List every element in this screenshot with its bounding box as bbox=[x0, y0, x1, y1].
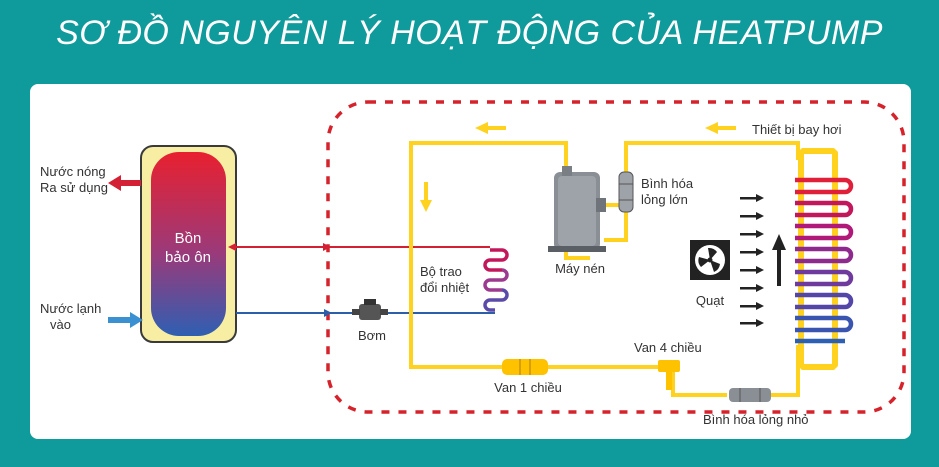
hot-water-label-1: Nước nóng bbox=[40, 164, 106, 179]
hot-water-label-2: Ra sử dụng bbox=[40, 180, 108, 195]
check-valve-icon bbox=[502, 359, 548, 375]
big-receiver-label-2: lỏng lớn bbox=[641, 192, 688, 207]
big-receiver-icon bbox=[618, 171, 634, 213]
flow-arrows bbox=[420, 122, 736, 212]
tank-label-1: Bồn bbox=[175, 230, 202, 247]
cold-water-label-2: vào bbox=[50, 317, 71, 332]
exchanger-label-1: Bộ trao bbox=[420, 264, 462, 279]
four-way-valve-label: Van 4 chiều bbox=[634, 340, 702, 355]
fan-icon bbox=[690, 240, 730, 280]
pump-label: Bơm bbox=[358, 328, 386, 343]
pump-icon bbox=[352, 299, 388, 320]
small-receiver-label: Bình hóa lỏng nhỏ bbox=[703, 412, 809, 427]
big-receiver-label-1: Bình hóa bbox=[641, 176, 694, 191]
compressor-icon bbox=[548, 166, 606, 252]
airflow-arrows bbox=[740, 194, 786, 327]
page-title: SƠ ĐỒ NGUYÊN LÝ HOẠT ĐỘNG CỦA HEATPUMP bbox=[56, 14, 883, 52]
heat-exchanger-coil bbox=[483, 248, 509, 312]
four-way-valve-icon bbox=[658, 360, 680, 390]
fan-label: Quạt bbox=[696, 293, 725, 308]
cold-water-label-1: Nước lạnh bbox=[40, 301, 101, 316]
tank-label-2: bảo ôn bbox=[165, 249, 211, 266]
compressor-label: Máy nén bbox=[555, 261, 605, 276]
evaporator-coil bbox=[795, 148, 854, 370]
hot-water-line bbox=[228, 243, 490, 251]
exchanger-label-2: đổi nhiệt bbox=[420, 280, 470, 295]
tank bbox=[140, 145, 237, 343]
cold-water-arrow bbox=[108, 312, 143, 328]
small-receiver-icon bbox=[729, 388, 771, 402]
evaporator-label: Thiết bị bay hơi bbox=[752, 122, 842, 137]
hot-water-arrow bbox=[108, 175, 141, 191]
check-valve-label: Van 1 chiều bbox=[494, 380, 562, 395]
